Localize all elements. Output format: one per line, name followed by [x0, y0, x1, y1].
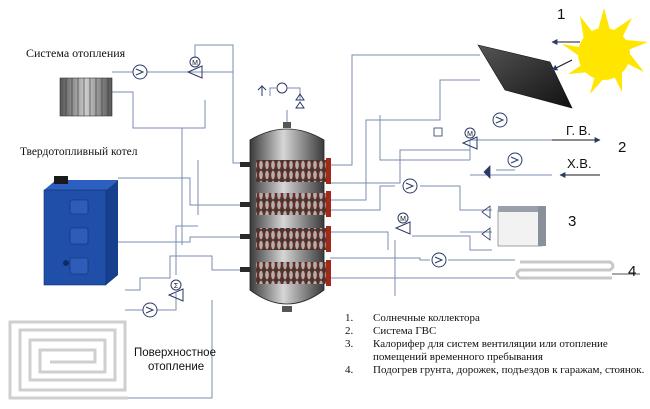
circulation-pumps — [132, 64, 523, 318]
svg-text:М: М — [400, 216, 406, 223]
motor-valves: М М М Σ — [167, 56, 478, 302]
heating-system-label: Система отопления — [26, 46, 126, 60]
svg-text:М: М — [467, 131, 473, 138]
legend-text: Подогрев грунта, дорожек, подъездов к га… — [373, 364, 645, 376]
sunlight-arrows — [551, 39, 580, 71]
air-heater-icon — [497, 206, 546, 247]
floor-heating-coil-icon — [8, 320, 128, 400]
legend-number: 2. — [345, 325, 354, 337]
marker-4: 4 — [628, 263, 637, 280]
flow-arrows — [433, 127, 491, 241]
marker-2: 2 — [618, 139, 627, 156]
legend-number: 1. — [345, 312, 354, 324]
solar-collector-icon — [477, 44, 573, 109]
pump-icon — [492, 112, 508, 128]
pump-icon — [132, 64, 148, 80]
legend: 1. Солнечные коллектора 2. Система ГВС 3… — [345, 312, 645, 377]
pump-icon — [507, 152, 523, 168]
legend-text: Система ГВС — [373, 325, 437, 337]
pump-icon — [431, 252, 447, 268]
svg-text:Σ: Σ — [174, 283, 179, 290]
motor-valve-icon: М — [461, 127, 478, 150]
pump-icon — [402, 178, 418, 194]
marker-3: 3 — [568, 213, 577, 230]
mixing-valve-icon: Σ — [167, 279, 184, 302]
solid-fuel-boiler-label: Твердотопливный котел — [20, 146, 138, 158]
pump-icon — [142, 302, 158, 318]
legend-item: 2. Система ГВС — [345, 325, 645, 338]
legend-text: Солнечные коллектора — [373, 312, 480, 324]
legend-text: Калорифер для систем вентиляции или отоп… — [373, 338, 608, 363]
ground-heating-pipe-icon — [515, 260, 615, 280]
motor-valve-icon: М — [394, 212, 411, 235]
floor-heating-label-line1: Поверхностное — [134, 347, 216, 359]
legend-item: 3. Калорифер для систем вентиляции или о… — [345, 338, 645, 364]
safety-group-icon — [257, 82, 305, 109]
sun-icon — [562, 8, 648, 94]
legend-item: 4. Подогрев грунта, дорожек, подъездов к… — [345, 364, 645, 377]
legend-number: 4. — [345, 364, 354, 376]
hot-water-label: Г. В. — [566, 123, 591, 138]
legend-item: 1. Солнечные коллектора — [345, 312, 645, 325]
radiator-icon — [59, 77, 113, 117]
legend-number: 3. — [345, 338, 354, 350]
solid-fuel-boiler-icon — [43, 176, 118, 286]
storage-tank-icon — [240, 122, 331, 312]
motor-valve-icon: М — [186, 56, 203, 79]
svg-text:М: М — [192, 60, 198, 67]
water-direction-arrows — [552, 137, 601, 178]
cold-water-label: Х.В. — [567, 156, 592, 171]
floor-heating-label-line2: отопление — [148, 361, 205, 373]
marker-1: 1 — [557, 6, 566, 23]
pipe-network — [112, 44, 552, 399]
